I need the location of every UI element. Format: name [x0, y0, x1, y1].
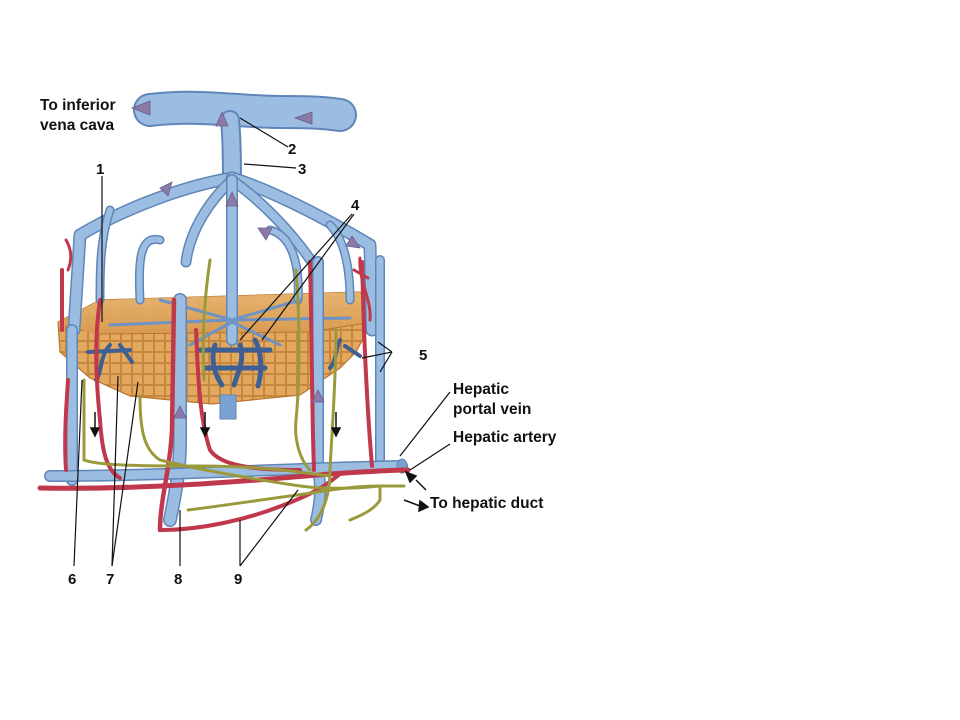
flow-arrows — [130, 100, 361, 419]
flow-arrow-icon — [311, 389, 325, 403]
number-label-2: 2 — [288, 141, 296, 158]
flow-arrow-icon — [225, 190, 239, 207]
duct-arrows — [403, 470, 430, 513]
number-label-4: 4 — [351, 197, 360, 214]
number-label-5: 5 — [419, 347, 427, 364]
label-to-inferior-vena-cava-2: vena cava — [40, 117, 114, 134]
number-label-6: 6 — [68, 571, 76, 588]
label-hepatic-portal-vein-2: portal vein — [453, 401, 531, 418]
leader-lines — [73, 117, 451, 567]
flow-arrow-icon — [215, 110, 229, 127]
number-label-3: 3 — [298, 161, 306, 178]
hepatic-vein-tree — [67, 90, 379, 420]
number-label-9: 9 — [234, 571, 242, 588]
number-label-1: 1 — [96, 161, 104, 178]
flow-arrow-icon — [173, 405, 187, 419]
bile-duct-branches — [82, 258, 406, 532]
label-to-hepatic-duct: To hepatic duct — [430, 495, 543, 512]
number-label-7: 7 — [106, 571, 114, 588]
label-hepatic-portal-vein-1: Hepatic — [453, 381, 509, 398]
bile-flow-arrows — [89, 412, 342, 438]
flow-arrow-icon — [293, 111, 313, 125]
hepatic-artery-branches — [37, 238, 411, 533]
flow-arrow-icon — [257, 227, 273, 241]
label-to-inferior-vena-cava-1: To inferior — [40, 97, 116, 114]
label-hepatic-artery: Hepatic artery — [453, 429, 557, 446]
flow-arrow-icon — [130, 100, 151, 116]
number-label-8: 8 — [174, 571, 182, 588]
flow-arrow-icon — [345, 235, 361, 249]
flow-arrow-icon — [159, 181, 173, 197]
